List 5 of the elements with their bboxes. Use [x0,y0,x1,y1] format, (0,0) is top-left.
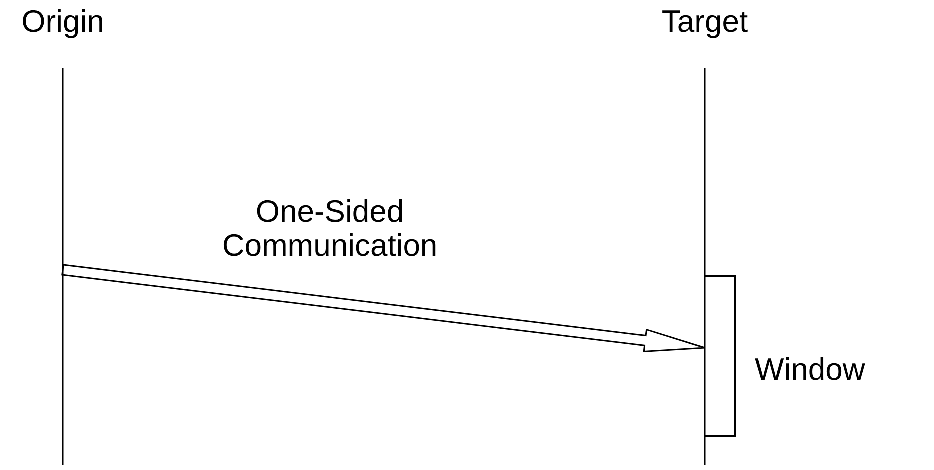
block-arrow [62,264,706,352]
edge-label: One-Sided Communication [221,195,439,263]
lifeline-title: Origin [20,4,106,40]
box-label: Window [755,352,866,388]
lifeline-title: Target [660,4,750,40]
